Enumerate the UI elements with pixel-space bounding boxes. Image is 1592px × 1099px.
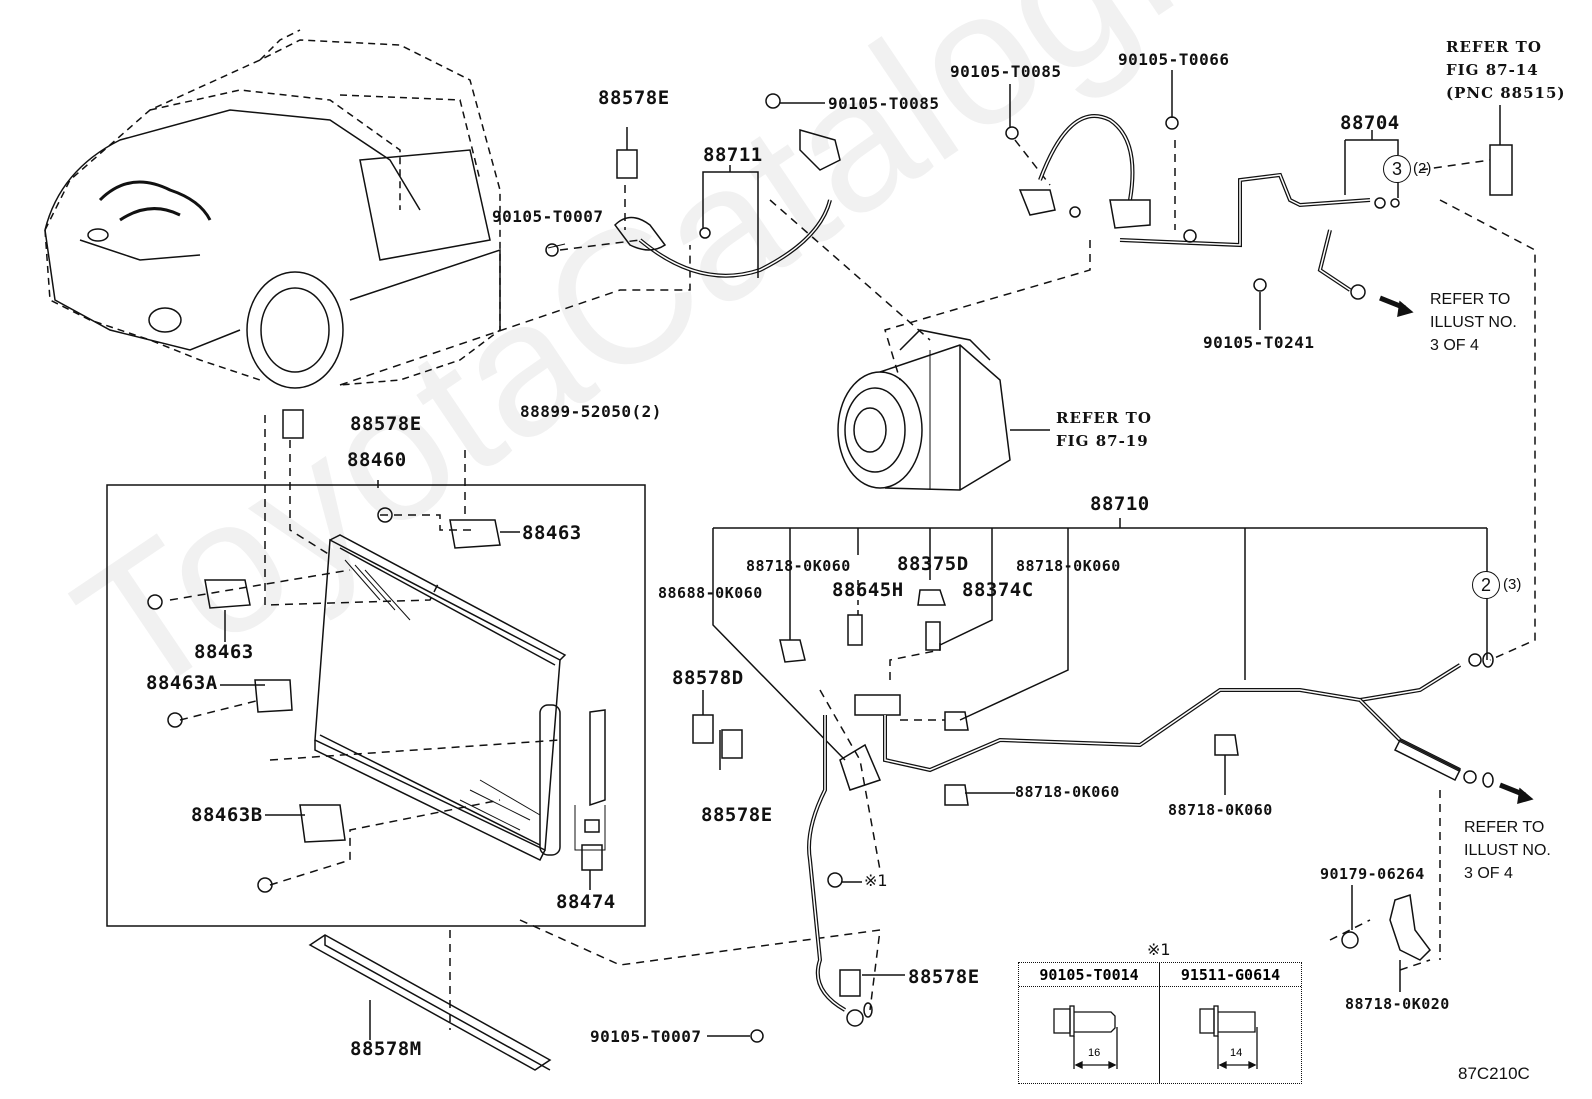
hose-88704 xyxy=(1005,70,1513,330)
part-label-88899-52050[interactable]: 88899-52050(2) xyxy=(520,402,662,421)
bolt-legend-table: 90105-T0014 91511-G0614 16 14 xyxy=(1018,962,1302,1084)
legend-length: 16 xyxy=(1088,1047,1101,1059)
part-label-90105-T0085[interactable]: 90105-T0085 xyxy=(950,62,1062,81)
part-label-90105-T0085[interactable]: 90105-T0085 xyxy=(828,94,940,113)
part-label-88578E[interactable]: 88578E xyxy=(701,804,773,826)
part-label-88710[interactable]: 88710 xyxy=(1090,493,1150,515)
vehicle-solid-lines xyxy=(44,109,501,389)
part-label-88374C[interactable]: 88374C xyxy=(962,579,1034,601)
part-label-88578M[interactable]: 88578M xyxy=(350,1038,422,1060)
reference-illust-3-of-4[interactable]: REFER TO ILLUST NO. 3 OF 4 xyxy=(1430,291,1517,354)
part-label-90105-T0241[interactable]: 90105-T0241 xyxy=(1203,333,1315,352)
bar-88578M xyxy=(308,934,552,1071)
item-2-quantity: (3) xyxy=(1503,576,1522,593)
part-label-90105-T0007[interactable]: 90105-T0007 xyxy=(492,207,604,226)
part-label-88711[interactable]: 88711 xyxy=(703,144,763,166)
legend-bolt-drawing: 14 xyxy=(1160,987,1301,1083)
part-label-88718-0K020[interactable]: 88718-0K020 xyxy=(1345,995,1450,1013)
quantity: (2) xyxy=(631,402,662,421)
part-label-88704[interactable]: 88704 xyxy=(1340,112,1400,134)
part-label-90105-T0007[interactable]: 90105-T0007 xyxy=(590,1027,702,1046)
part-label-88463B[interactable]: 88463B xyxy=(191,804,263,826)
part-label-88463[interactable]: 88463 xyxy=(194,641,254,663)
part-label-88718-0K060[interactable]: 88718-0K060 xyxy=(1016,557,1121,575)
part-label-88375D[interactable]: 88375D xyxy=(897,553,969,575)
figure-code: 87C210C xyxy=(1458,1064,1530,1083)
part-label-88463A[interactable]: 88463A xyxy=(146,672,218,694)
part-label-88578D[interactable]: 88578D xyxy=(672,667,744,689)
vehicle-illustration xyxy=(44,29,501,386)
legend-length: 14 xyxy=(1230,1047,1243,1059)
condenser xyxy=(314,534,606,862)
part-label-88578E[interactable]: 88578E xyxy=(350,413,422,435)
bracket-88718-0K020 xyxy=(1341,885,1431,992)
legend-part-91511-G0614[interactable]: 91511-G0614 xyxy=(1160,963,1301,987)
reference-fig-87-14[interactable]: REFER TO FIG 87-14 (PNC 88515) xyxy=(1446,38,1566,102)
part-label-88578E[interactable]: 88578E xyxy=(908,966,980,988)
part-label-88578E[interactable]: 88578E xyxy=(598,87,670,109)
condenser-leaders xyxy=(220,480,606,890)
item-3-quantity: (2) xyxy=(1413,160,1432,177)
part-label-90105-T0066[interactable]: 90105-T0066 xyxy=(1118,50,1230,69)
compressor xyxy=(837,329,1050,491)
part-label-88718-0K060[interactable]: 88718-0K060 xyxy=(746,557,851,575)
part-label-88460[interactable]: 88460 xyxy=(347,449,407,471)
hose-88711 xyxy=(545,93,841,278)
condenser-brackets xyxy=(147,507,603,893)
circled-item-3[interactable]: 3 xyxy=(1383,155,1411,183)
legend-part-90105-T0014[interactable]: 90105-T0014 xyxy=(1019,963,1160,987)
part-label-88718-0K060[interactable]: 88718-0K060 xyxy=(1015,783,1120,801)
bolt-icon xyxy=(1199,1005,1258,1070)
legend-marker: ※1 xyxy=(1147,940,1171,959)
part-label-88474[interactable]: 88474 xyxy=(556,891,616,913)
part-label-88718-0K060[interactable]: 88718-0K060 xyxy=(1168,801,1273,819)
condenser-group-box xyxy=(106,484,646,927)
part-label-88463[interactable]: 88463 xyxy=(522,522,582,544)
reference-illust-3-of-4[interactable]: REFER TO ILLUST NO. 3 OF 4 xyxy=(1464,819,1551,882)
part-label-90179-06264[interactable]: 90179-06264 xyxy=(1320,865,1425,883)
part-label-88645H[interactable]: 88645H xyxy=(832,579,904,601)
reference-fig-87-19[interactable]: REFER TO FIG 87-19 xyxy=(1056,409,1152,450)
clips xyxy=(282,149,861,997)
pipe-88710 xyxy=(702,518,1534,1043)
circled-item-2[interactable]: 2 xyxy=(1472,571,1500,599)
legend-bolt-drawing: 16 xyxy=(1019,987,1160,1083)
note-marker: ※1 xyxy=(864,871,888,890)
part-label-88688-0K060[interactable]: 88688-0K060 xyxy=(658,584,763,602)
bolt-icon xyxy=(1053,1005,1118,1070)
